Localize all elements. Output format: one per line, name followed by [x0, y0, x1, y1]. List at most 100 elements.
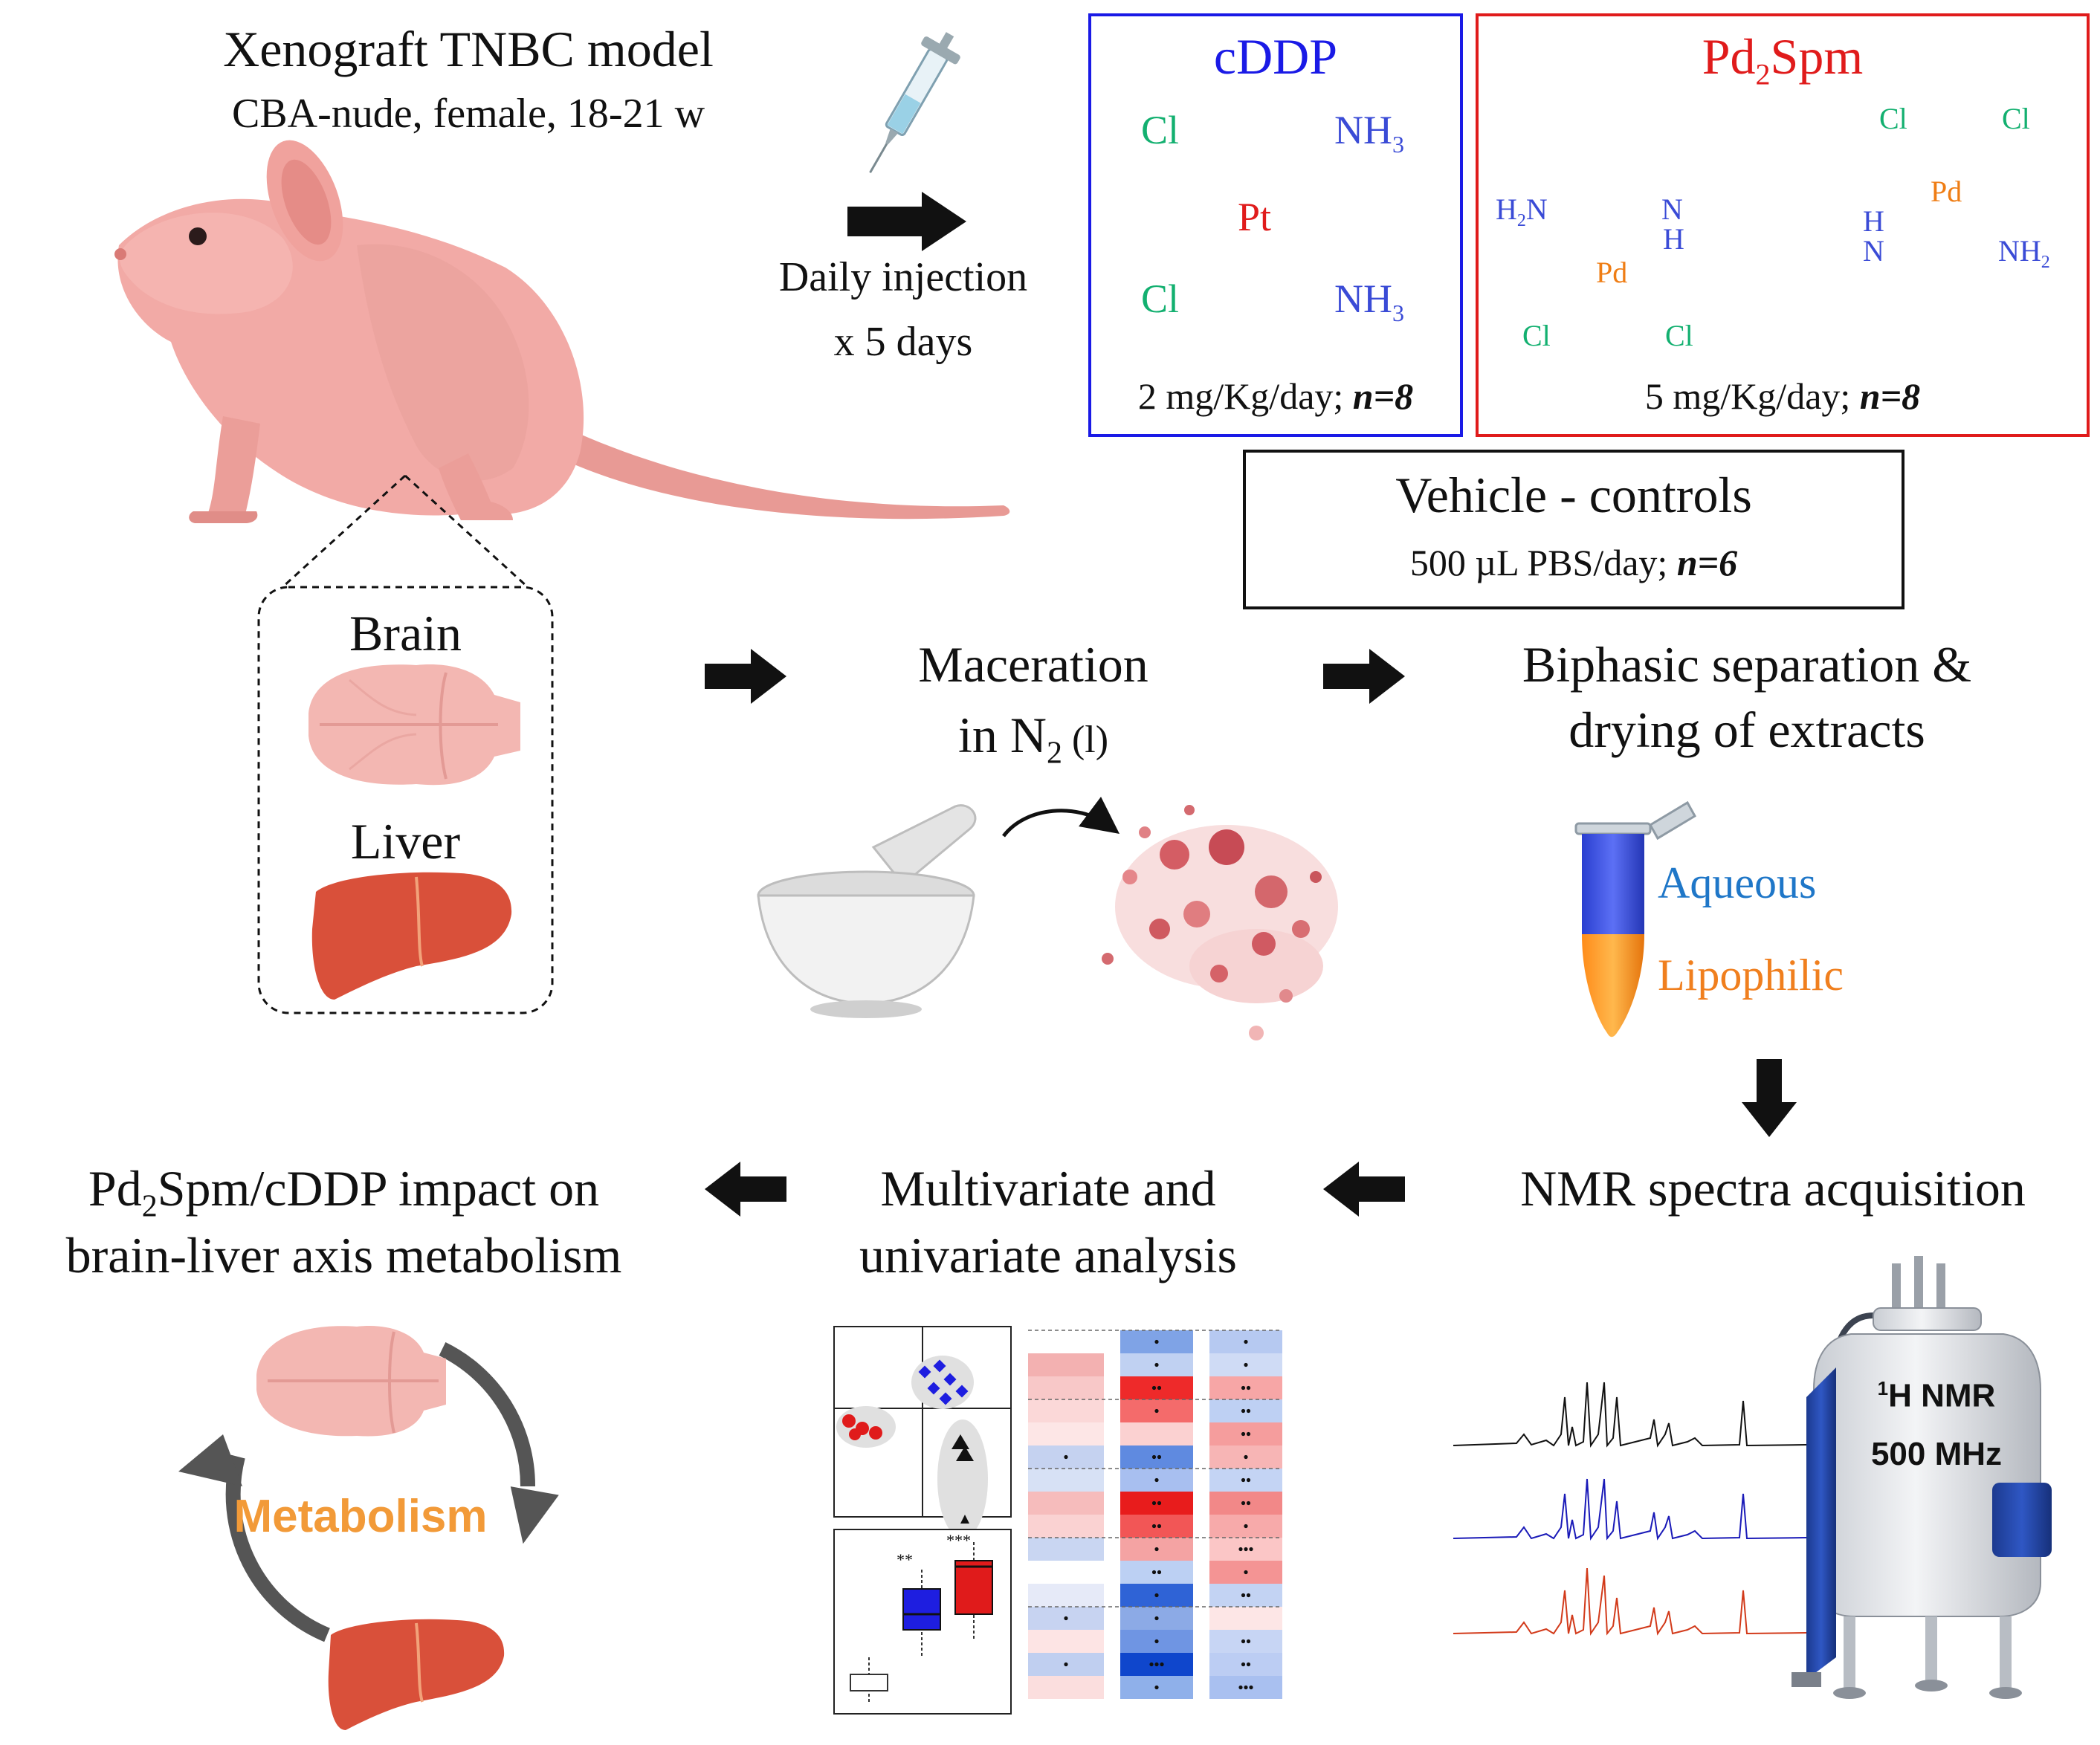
- cddp-dose: 2 mg/Kg/day; n=8: [1137, 375, 1414, 417]
- heatmap-significance-dot: [1246, 1477, 1251, 1483]
- box-plot: [833, 1529, 1012, 1715]
- heatmap: [1028, 1330, 1282, 1699]
- heatmap-cell: [1028, 1469, 1104, 1492]
- pd2spm-dose: 5 mg/Kg/day; n=8: [1644, 375, 1921, 417]
- magnet-label-line2: 500 MHz: [1870, 1436, 2003, 1472]
- heatmap-significance-dot: [1154, 1616, 1159, 1621]
- heatmap-cell: [1209, 1492, 1282, 1515]
- biphasic-line2: drying of extracts: [1568, 702, 1925, 758]
- arrow-biphasic-to-nmr: [1742, 1059, 1797, 1137]
- heatmap-significance-dot: [1249, 1547, 1253, 1552]
- pd2spm-atom-nh-left: N: [1661, 192, 1683, 226]
- heatmap-cell: [1120, 1515, 1193, 1538]
- impact-line2: brain-liver axis metabolism: [65, 1227, 622, 1283]
- heatmap-significance-dot: [1154, 1408, 1159, 1414]
- cddp-box: [1088, 13, 1463, 437]
- pd2spm-atom-cl-4: Cl: [1665, 319, 1693, 352]
- heatmap-cell: [1028, 1399, 1104, 1422]
- cddp-atom-nh3-bottom: NH3: [1334, 276, 1404, 326]
- heatmap-cell: [1028, 1538, 1104, 1561]
- heatmap-significance-dot: [1244, 1362, 1248, 1367]
- arrow-organs-to-maceration: [705, 649, 786, 704]
- heatmap-significance-dot: [1154, 1685, 1159, 1690]
- boxplot-sig-red: ***: [946, 1531, 970, 1550]
- arrow-nmr-to-analysis: [1323, 1162, 1405, 1217]
- vehicle-dose: 500 µL PBS/day; n=6: [1409, 542, 1738, 583]
- curved-arrow: [1002, 797, 1120, 838]
- magnet-label-line1: 1H NMR: [1877, 1377, 1996, 1414]
- heatmap-significance-dot: [1154, 1662, 1159, 1667]
- heatmap-cell: [1209, 1376, 1282, 1399]
- lipophilic-label: Lipophilic: [1658, 951, 1844, 1000]
- heatmap-significance-dot: [1154, 1477, 1159, 1483]
- heatmap-cell: [1209, 1469, 1282, 1492]
- heatmap-significance-dot: [1151, 1524, 1157, 1529]
- cddp-atom-metal: Pt: [1238, 195, 1272, 239]
- injection-line2: x 5 days: [833, 319, 973, 365]
- brain-illustration: [308, 664, 520, 786]
- heatmap-significance-dot: [1244, 1339, 1248, 1344]
- heatmap-significance-dot: [1249, 1685, 1253, 1690]
- nmr-magnet: [1792, 1256, 2052, 1699]
- heatmap-significance-dot: [1246, 1385, 1251, 1391]
- biphasic-line1: Biphasic separation &: [1522, 636, 1972, 693]
- heatmap-significance-dot: [1160, 1662, 1164, 1667]
- heatmap-significance-dot: [1238, 1547, 1243, 1552]
- analysis-line1: Multivariate and: [880, 1160, 1216, 1217]
- vehicle-n: n=6: [1676, 542, 1738, 583]
- heatmap-significance-dot: [1244, 1454, 1248, 1460]
- heatmap-significance-dot: [1244, 1570, 1248, 1575]
- heatmap-significance-dot: [1238, 1685, 1243, 1690]
- heatmap-cell: [1209, 1630, 1282, 1653]
- heatmap-significance-dot: [1151, 1570, 1157, 1575]
- maceration-line1: Maceration: [918, 636, 1148, 693]
- cddp-atom-cl-bottom: Cl: [1141, 276, 1180, 321]
- metabolism-label: Metabolism: [233, 1491, 488, 1542]
- cddp-name: cDDP: [1213, 28, 1338, 85]
- tissue-powder: [1102, 805, 1338, 1040]
- pd2spm-atom-cl-1: Cl: [1879, 102, 1907, 135]
- pd2spm-atom-pd-right: Pd: [1931, 175, 1962, 208]
- analysis-line2: univariate analysis: [859, 1227, 1237, 1283]
- heatmap-cell: [1028, 1376, 1104, 1399]
- heatmap-significance-dot: [1154, 1339, 1159, 1344]
- cddp-atom-cl-top: Cl: [1141, 108, 1180, 152]
- heatmap-cell: [1028, 1676, 1104, 1699]
- heatmap-cell: [1028, 1422, 1104, 1445]
- vehicle-title: Vehicle - controls: [1395, 467, 1752, 523]
- pd2spm-box: [1476, 13, 2090, 437]
- metabolism-cycle: [178, 1326, 559, 1730]
- cddp-n: n=8: [1352, 375, 1414, 417]
- organ-label-brain: Brain: [349, 605, 462, 661]
- heatmap-significance-dot: [1157, 1500, 1162, 1506]
- pd2spm-atom-nh2: NH2: [1998, 234, 2050, 272]
- arrow-analysis-to-impact: [705, 1162, 786, 1217]
- heatmap-significance-dot: [1154, 1547, 1159, 1552]
- heatmap-cell: [1209, 1422, 1282, 1445]
- heatmap-cell: [1028, 1492, 1104, 1515]
- heatmap-cell: [1028, 1353, 1104, 1376]
- heatmap-significance-dot: [1151, 1454, 1157, 1460]
- boxplot-sig-blue: **: [896, 1550, 912, 1569]
- heatmap-significance-dot: [1151, 1500, 1157, 1506]
- pd2spm-name: Pd2Spm: [1702, 28, 1864, 91]
- heatmap-significance-dot: [1241, 1385, 1246, 1391]
- heatmap-cell: [1209, 1399, 1282, 1422]
- mouse-illustration: [114, 140, 1010, 523]
- heatmap-significance-dot: [1157, 1570, 1162, 1575]
- model-title: Xenograft TNBC model: [223, 21, 714, 77]
- heatmap-cell: [1120, 1561, 1193, 1584]
- heatmap-significance-dot: [1241, 1477, 1246, 1483]
- heatmap-significance-dot: [1157, 1524, 1162, 1529]
- nmr-title: NMR spectra acquisition: [1520, 1160, 2026, 1217]
- heatmap-cell: [1028, 1515, 1104, 1538]
- heatmap-cell: [1120, 1422, 1193, 1445]
- heatmap-significance-dot: [1151, 1385, 1157, 1391]
- heatmap-significance-dot: [1244, 1685, 1248, 1690]
- heatmap-significance-dot: [1241, 1408, 1246, 1414]
- aqueous-label: Aqueous: [1658, 858, 1817, 907]
- heatmap-cell: [1120, 1376, 1193, 1399]
- heatmap-cell: [1028, 1330, 1104, 1353]
- heatmap-significance-dot: [1157, 1385, 1162, 1391]
- nmr-spectra: [1453, 1382, 1807, 1636]
